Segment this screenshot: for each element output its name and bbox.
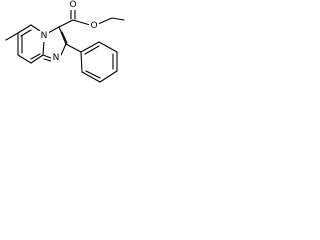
bond-ester-o — [72, 19, 91, 26]
o-carbonyl-label: O — [69, 0, 76, 10]
bond-methyl — [5, 32, 19, 41]
bond-phenyl-2 — [81, 71, 101, 83]
bond-imidazole-3 — [60, 43, 67, 56]
bond-pyridine-4-inner — [30, 53, 41, 60]
bond-pyridine-1-inner — [20, 29, 32, 37]
bond-phenyl-link — [65, 43, 82, 53]
bond-ethyl-1 — [97, 17, 113, 25]
n-pyridine-label: N — [41, 31, 48, 41]
bond-pyridine-3 — [42, 40, 45, 56]
bond-pyridine-5 — [17, 54, 32, 64]
bond-phenyl-5 — [98, 41, 118, 53]
bond-phenyl-6 — [80, 41, 100, 53]
bond-phenyl-1 — [80, 51, 83, 73]
o-carbonyl-background — [68, 0, 78, 10]
o-ester-label: O — [90, 21, 97, 31]
atom-labels: N N O O — [39, 0, 99, 64]
bond-phenyl-6-inner — [84, 45, 100, 55]
structural-formula: N N O O — [5, 0, 125, 83]
n-pyridine-background — [39, 31, 49, 42]
bonds — [5, 9, 125, 83]
bond-imidazole-4 — [42, 54, 52, 59]
bond-phenyl-3 — [99, 70, 118, 83]
n-imidazole-background — [51, 53, 61, 64]
o-ester-background — [89, 21, 99, 31]
bond-imidazole-4-inner — [43, 58, 52, 62]
bond-imidazole-1 — [47, 26, 60, 34]
bond-imidazole-2-inner — [61, 31, 68, 44]
bond-ethyl-2 — [111, 17, 125, 21]
n-imidazole-label: N — [53, 53, 60, 63]
bond-pyridine-1 — [17, 24, 32, 34]
bond-pyridine-4 — [30, 54, 44, 64]
bond-phenyl-2-inner — [85, 70, 101, 79]
bond-carbonyl-c — [58, 19, 74, 28]
bond-pyridine-2 — [30, 24, 41, 32]
bond-imidazole-2 — [58, 26, 67, 45]
